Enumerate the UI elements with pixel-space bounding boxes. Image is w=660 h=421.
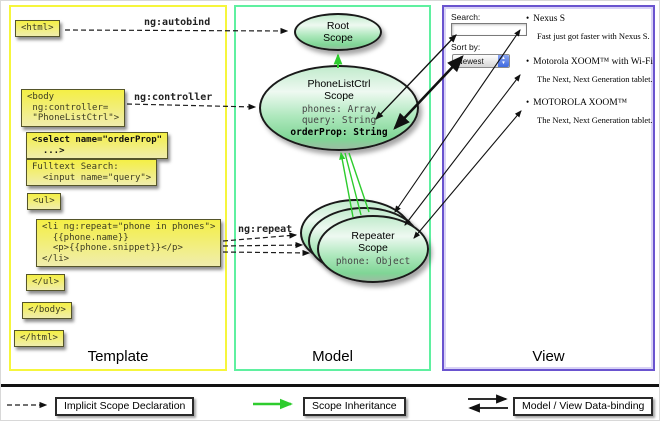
html-open-tag-box: <html> [15, 20, 60, 37]
search-input[interactable] [451, 23, 527, 36]
phone-list-item: •Motorola XOOM™ with Wi-Fi The Next, Nex… [526, 56, 656, 84]
sort-by-label: Sort by: [451, 42, 481, 52]
legend-scope-inheritance: Scope Inheritance [303, 397, 406, 416]
sort-dropdown[interactable]: Newest ▲▼ [452, 54, 510, 68]
phone-title: Nexus S [533, 14, 566, 24]
body-close-tag-box: </body> [22, 302, 72, 319]
ng-repeat-label: ng:repeat [238, 224, 293, 235]
dropdown-stepper-icon: ▲▼ [498, 55, 509, 67]
sort-dropdown-value: Newest [457, 56, 484, 66]
legend-divider [1, 384, 659, 387]
repeater-scope-ellipse-front: Repeater Scope phone: Object [317, 215, 429, 283]
phone-snippet: Fast just got faster with Nexus S. [537, 31, 650, 41]
prop-orderprop: orderProp: String [290, 126, 388, 138]
bullet-icon: • [526, 13, 530, 23]
fulltext-search-box: Fulltext Search: <input name="query"> [26, 159, 158, 187]
prop-query: query: String [301, 115, 377, 127]
view-column-label: View [532, 348, 565, 365]
ng-controller-label: ng:controller [134, 92, 213, 103]
phone-list-item: •MOTOROLA XOOM™ The Next, Next Generatio… [526, 97, 656, 125]
bullet-icon: • [526, 97, 530, 107]
repeater-scope-prop: phone: Object [335, 256, 411, 268]
phone-title: Motorola XOOM™ with Wi-Fi [533, 57, 654, 67]
template-column-label: Template [87, 348, 149, 365]
ng-autobind-label: ng:autobind [144, 17, 211, 28]
bullet-icon: • [526, 56, 530, 66]
body-controller-box: <body ng:controller= "PhoneListCtrl"> [21, 89, 126, 127]
select-orderprop-box: <select name="orderProp" ...> [26, 132, 169, 160]
phone-snippet: The Next, Next Generation tablet. [537, 74, 653, 84]
repeater-scope-title: Repeater Scope [351, 230, 395, 255]
phonelistctrl-scope-ellipse: PhoneListCtrl Scope phones: Array query:… [259, 65, 419, 151]
phonelistctrl-scope-props: phones: Array query: String orderProp: S… [290, 104, 387, 138]
li-ngrepeat-box: <li ng:repeat="phone in phones"> {{phone… [36, 219, 222, 268]
legend-implicit-scope: Implicit Scope Declaration [55, 397, 195, 416]
phonelistctrl-scope-title: PhoneListCtrl Scope [307, 77, 371, 102]
model-column-label: Model [312, 348, 353, 365]
phone-snippet: The Next, Next Generation tablet. [537, 115, 653, 125]
model-column: Model [234, 5, 431, 371]
legend-data-binding: Model / View Data-binding [513, 397, 654, 416]
ul-open-tag-box: <ul> [27, 193, 61, 210]
phone-list-item: •Nexus S Fast just got faster with Nexus… [526, 13, 656, 41]
root-scope-ellipse: Root Scope [294, 13, 382, 51]
prop-phones: phones: Array [301, 103, 377, 115]
ul-close-tag-box: </ul> [26, 274, 66, 291]
phone-title: MOTOROLA XOOM™ [533, 98, 628, 108]
html-close-tag-box: </html> [14, 330, 64, 347]
root-scope-title: Root Scope [323, 19, 353, 44]
search-label: Search: [451, 12, 481, 22]
